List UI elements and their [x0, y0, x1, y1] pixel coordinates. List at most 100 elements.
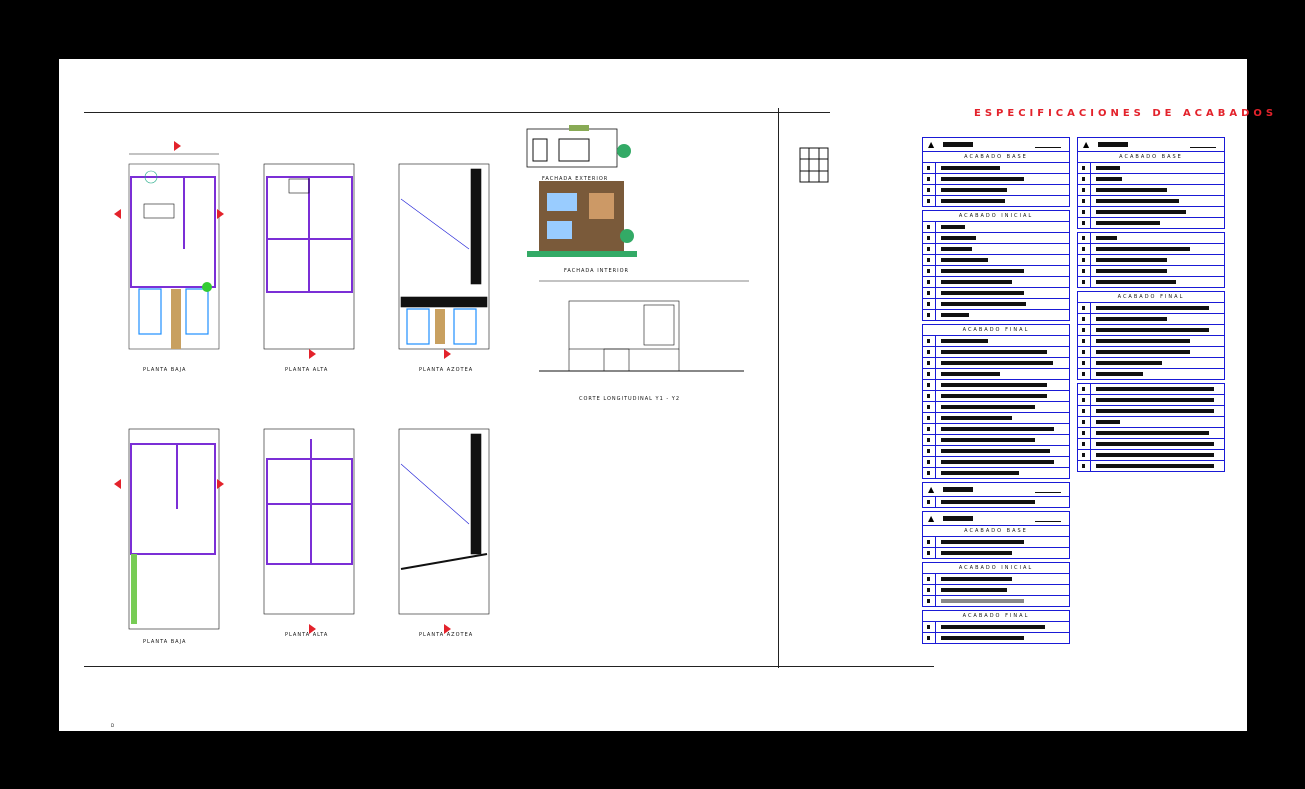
spec-row — [923, 222, 1069, 233]
spec-row — [1078, 218, 1224, 228]
spec-row — [923, 468, 1069, 478]
spec-row — [1078, 439, 1224, 450]
spec-row-marker — [923, 497, 936, 507]
spec-row — [923, 266, 1069, 277]
spec-box-top: ▲ — [1078, 138, 1224, 152]
spec-row-text-block — [1096, 317, 1167, 321]
spec-row-text-block — [941, 188, 1007, 192]
spec-row — [923, 424, 1069, 435]
spec-row — [923, 196, 1069, 206]
spec-row-marker — [1078, 406, 1091, 416]
facade-interior — [527, 181, 637, 257]
spec-row-text-block — [941, 577, 1012, 581]
spec-row — [923, 288, 1069, 299]
spec-row — [1078, 185, 1224, 196]
spec-row-text-block — [1096, 350, 1190, 354]
spec-box-top: ▲ — [923, 138, 1069, 152]
spec-row — [1078, 406, 1224, 417]
spec-row-text-block — [941, 438, 1035, 442]
spec-row-text-block — [1096, 188, 1167, 192]
spec-row-marker — [1078, 325, 1091, 335]
spec-row-text-block — [1096, 210, 1186, 214]
spec-row-text-block — [1096, 398, 1214, 402]
spec-row-marker — [923, 358, 936, 368]
spec-row-marker — [923, 380, 936, 390]
spec-row — [923, 633, 1069, 643]
spec-row-marker — [1078, 218, 1091, 228]
spec-row — [1078, 428, 1224, 439]
spec-code-block — [943, 142, 973, 147]
spec-row — [923, 585, 1069, 596]
spec-box-left-3: ▲ — [922, 482, 1070, 508]
spec-row-marker — [923, 468, 936, 478]
facade-exterior — [526, 125, 631, 168]
spec-row — [1078, 461, 1224, 471]
spec-row — [923, 497, 1069, 507]
spec-row-text-block — [941, 427, 1054, 431]
warning-icon: ▲ — [1083, 140, 1090, 149]
spec-row-marker — [923, 299, 936, 309]
divider-line — [778, 108, 779, 668]
spec-box-left-0: ▲ACABADO BASE — [922, 137, 1070, 207]
spec-row-marker — [923, 244, 936, 254]
spec-row-text-block — [941, 372, 1000, 376]
spec-row-text-block — [1096, 442, 1214, 446]
spec-row — [1078, 314, 1224, 325]
spec-row — [923, 347, 1069, 358]
spec-row-marker — [923, 585, 936, 595]
spec-row — [1078, 347, 1224, 358]
spec-section-header: ACABADO BASE — [1078, 152, 1224, 163]
spec-code-block — [1098, 142, 1128, 147]
spec-row-text-block — [941, 394, 1047, 398]
spec-row-marker — [923, 548, 936, 558]
spec-row — [1078, 417, 1224, 428]
spec-row-marker — [923, 391, 936, 401]
spec-row-marker — [1078, 303, 1091, 313]
spec-row-marker — [1078, 196, 1091, 206]
spec-row-marker — [923, 446, 936, 456]
spec-row-marker — [1078, 244, 1091, 254]
spec-row-text-block — [1096, 409, 1214, 413]
spec-row-marker — [923, 402, 936, 412]
spec-row-text-block — [1096, 280, 1176, 284]
spec-row — [923, 163, 1069, 174]
spec-row-text-block — [1096, 387, 1214, 391]
spec-row-marker — [923, 196, 936, 206]
spec-row-marker — [923, 277, 936, 287]
spec-row-marker — [1078, 266, 1091, 276]
spec-row-marker — [1078, 428, 1091, 438]
spec-row-marker — [923, 622, 936, 632]
spec-row — [923, 391, 1069, 402]
spec-row-marker — [923, 633, 936, 643]
spec-row-text-block — [941, 599, 1024, 603]
spec-row-marker — [923, 457, 936, 467]
spec-row-marker — [1078, 255, 1091, 265]
spec-box-top: ▲ — [923, 483, 1069, 497]
floor-plans-drawing — [114, 141, 490, 634]
facade-exterior-label: FACHADA EXTERIOR — [542, 176, 609, 182]
spec-tag-line — [1190, 141, 1216, 148]
spec-row-text-block — [1096, 328, 1209, 332]
plan-bottom-upper — [263, 428, 355, 615]
spec-row-text-block — [941, 291, 1024, 295]
plan-label-bottom-3: PLANTA AZOTEA — [419, 632, 474, 638]
spec-row — [923, 299, 1069, 310]
spec-row-text-block — [941, 500, 1035, 504]
warning-icon: ▲ — [928, 485, 935, 494]
spec-row — [923, 244, 1069, 255]
spec-row-marker — [1078, 277, 1091, 287]
plan-top-roof — [398, 163, 490, 350]
spec-row-marker — [923, 255, 936, 265]
bottom-border-line — [84, 666, 934, 667]
spec-box-right-2: ACABADO FINAL — [1077, 291, 1225, 380]
spec-row-marker — [1078, 369, 1091, 379]
spec-row-marker — [923, 596, 936, 606]
spec-row-marker — [1078, 163, 1091, 173]
spec-row-text-block — [1096, 372, 1143, 376]
spec-section-header: ACABADO FINAL — [1078, 292, 1224, 303]
spec-row-text-block — [1096, 339, 1190, 343]
spec-row-marker — [1078, 417, 1091, 427]
spec-row — [1078, 174, 1224, 185]
spec-row-text-block — [941, 416, 1012, 420]
